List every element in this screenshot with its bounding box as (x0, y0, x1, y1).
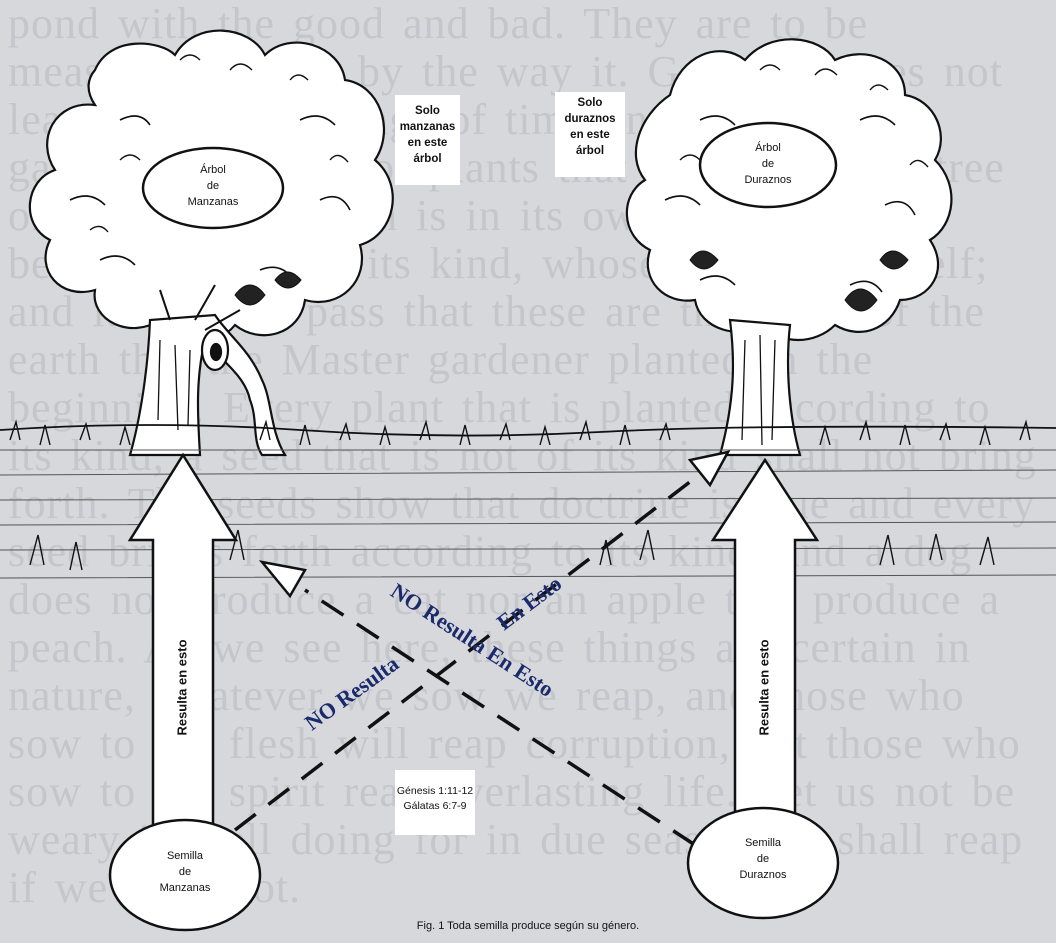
left-arrow-label: Resulta en esto (175, 638, 190, 738)
figure-caption: Fig. 1 Toda semilla produce según su gén… (0, 920, 1056, 932)
dashed-arrow-to-apple (305, 590, 695, 845)
peach-tree (627, 39, 952, 455)
apple-tree (30, 31, 393, 455)
dashed-arrow-to-apple-head (262, 562, 305, 596)
right-arrow-label: Resulta en esto (757, 638, 772, 738)
dashed-arrow-to-peach-head (690, 452, 728, 485)
